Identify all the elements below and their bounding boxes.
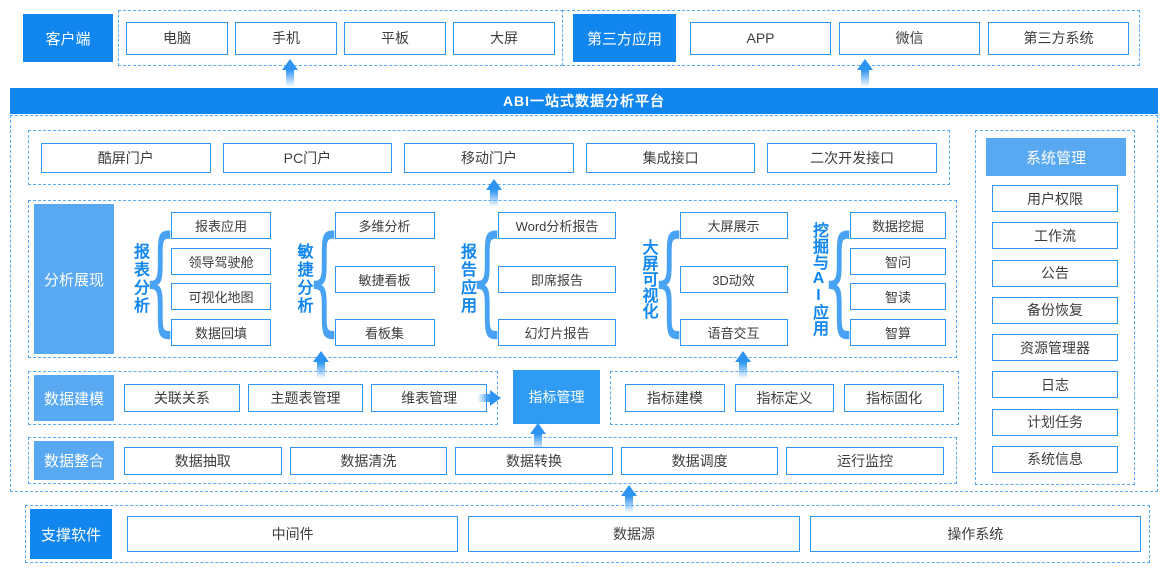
diagram-node: 第三方系统 [988, 21, 1129, 55]
diagram-node: 幻灯片报告 [498, 319, 616, 346]
modeling-section-label: 数据建模 [34, 375, 114, 421]
support-row-container: 支撑软件 中间件 数据源 操作系统 [25, 505, 1150, 563]
diagram-node: 酷屏门户 [41, 142, 211, 173]
arrow-up-icon [486, 179, 502, 207]
diagram-node: 数据回填 [171, 318, 271, 346]
group-label: 报表分析 [131, 243, 148, 315]
arrow-up-icon [735, 351, 751, 379]
analysis-group-bigscreen: 大屏可视化 { 大屏展示 3D动效 语音交互 [638, 211, 788, 347]
arrow-up-icon [530, 423, 546, 451]
third-party-section-label: 第三方应用 [573, 14, 676, 62]
diagram-node: 二次开发接口 [767, 142, 937, 173]
third-party-container: 第三方应用 APP 微信 第三方系统 [562, 10, 1140, 66]
diagram-node: 多维分析 [334, 212, 435, 239]
diagram-node: 领导驾驶舱 [171, 247, 271, 275]
platform-title-banner: ABI一站式数据分析平台 [10, 88, 1158, 114]
support-section-label: 支撑软件 [30, 509, 112, 559]
arrow-up-icon [282, 59, 298, 87]
modeling-row-container: 数据建模 关联关系 主题表管理 维表管理 [28, 371, 498, 425]
arrow-right-icon [478, 390, 501, 406]
diagram-node: 用户权限 [992, 185, 1118, 212]
diagram-node: PC门户 [222, 142, 393, 173]
diagram-node: 手机 [235, 21, 337, 55]
diagram-node: 智问 [850, 247, 946, 275]
diagram-node: 中间件 [127, 516, 459, 552]
diagram-node: 运行监控 [786, 446, 944, 475]
diagram-node: 电脑 [126, 21, 228, 55]
arrow-up-icon [857, 59, 873, 87]
metric-management-node: 指标管理 [513, 370, 600, 424]
brace-icon: { [143, 210, 177, 348]
group-label: 敏捷分析 [294, 243, 312, 315]
portal-row-container: 酷屏门户 PC门户 移动门户 集成接口 二次开发接口 [28, 130, 950, 185]
diagram-node: 数据抽取 [124, 446, 282, 475]
diagram-node: 数据挖掘 [850, 212, 946, 239]
diagram-node: 操作系统 [809, 516, 1141, 552]
diagram-node: 指标固化 [844, 384, 945, 412]
diagram-node: 关联关系 [124, 384, 240, 412]
analysis-groups: 报表分析 { 报表应用 领导驾驶舱 可视化地图 数据回填 敏捷分析 { 多维分析… [129, 211, 946, 347]
client-section-label: 客户端 [23, 14, 113, 62]
diagram-node: 3D动效 [679, 265, 788, 293]
diagram-node: 可视化地图 [171, 283, 271, 311]
analysis-section-container: 分析展现 报表分析 { 报表应用 领导驾驶舱 可视化地图 数据回填 敏捷分析 {… [28, 200, 957, 358]
diagram-node: 公告 [992, 259, 1118, 287]
diagram-node: 看板集 [334, 319, 435, 346]
group-label: 挖掘与AI应用 [810, 222, 827, 336]
diagram-node: APP [690, 21, 831, 55]
diagram-node: 日志 [992, 371, 1118, 399]
diagram-node: 系统信息 [992, 445, 1118, 473]
diagram-node: 指标定义 [734, 384, 835, 412]
diagram-node: 主题表管理 [247, 384, 364, 412]
brace-icon: { [306, 210, 341, 348]
diagram-node: 移动门户 [404, 142, 574, 173]
analysis-group-reporting: 报告应用 { Word分析报告 即席报告 幻灯片报告 [456, 211, 616, 347]
diagram-node: 资源管理器 [992, 334, 1118, 362]
diagram-node: 集成接口 [585, 142, 756, 173]
group-label: 报告应用 [458, 243, 475, 315]
diagram-node: 计划任务 [992, 408, 1118, 436]
diagram-node: 即席报告 [498, 265, 616, 293]
platform-main-container [10, 115, 1158, 492]
diagram-node: 大屏 [453, 21, 555, 55]
brace-icon: { [822, 210, 856, 348]
brace-icon: { [651, 210, 686, 348]
diagram-node: Word分析报告 [498, 212, 616, 239]
diagram-node: 数据转换 [455, 446, 613, 475]
diagram-node: 数据源 [468, 516, 800, 552]
diagram-node: 平板 [344, 21, 446, 55]
diagram-node: 大屏展示 [679, 212, 788, 239]
arrow-up-icon [313, 351, 329, 379]
diagram-node: 智算 [850, 318, 946, 346]
diagram-node: 语音交互 [679, 319, 788, 346]
sysmgmt-column-container: 系统管理 用户权限 工作流 公告 备份恢复 资源管理器 日志 计划任务 系统信息 [975, 130, 1135, 485]
diagram-node: 微信 [839, 21, 980, 55]
client-devices-container: 电脑 手机 平板 大屏 [118, 10, 563, 66]
analysis-group-report: 报表分析 { 报表应用 领导驾驶舱 可视化地图 数据回填 [129, 211, 271, 347]
diagram-node: 敏捷看板 [334, 265, 435, 293]
group-label: 大屏可视化 [639, 239, 657, 319]
diagram-node: 工作流 [992, 222, 1118, 250]
integration-section-label: 数据整合 [34, 441, 114, 480]
analysis-group-agile: 敏捷分析 { 多维分析 敏捷看板 看板集 [293, 211, 435, 347]
diagram-node: 维表管理 [371, 384, 488, 412]
brace-icon: { [470, 210, 504, 348]
analysis-group-ai: 挖掘与AI应用 { 数据挖掘 智问 智读 智算 [809, 211, 946, 347]
diagram-node: 备份恢复 [992, 296, 1118, 324]
integration-row-container: 数据整合 数据抽取 数据清洗 数据转换 数据调度 运行监控 [28, 437, 957, 484]
diagram-node: 报表应用 [171, 212, 271, 239]
analysis-section-label: 分析展现 [34, 204, 114, 354]
diagram-node: 指标建模 [625, 384, 725, 412]
diagram-node: 数据清洗 [289, 446, 448, 475]
diagram-node: 智读 [850, 283, 946, 311]
sysmgmt-header: 系统管理 [986, 138, 1126, 176]
arrow-up-icon [621, 485, 637, 513]
diagram-node: 数据调度 [620, 446, 779, 475]
metrics-row-container: 指标建模 指标定义 指标固化 [610, 371, 959, 425]
